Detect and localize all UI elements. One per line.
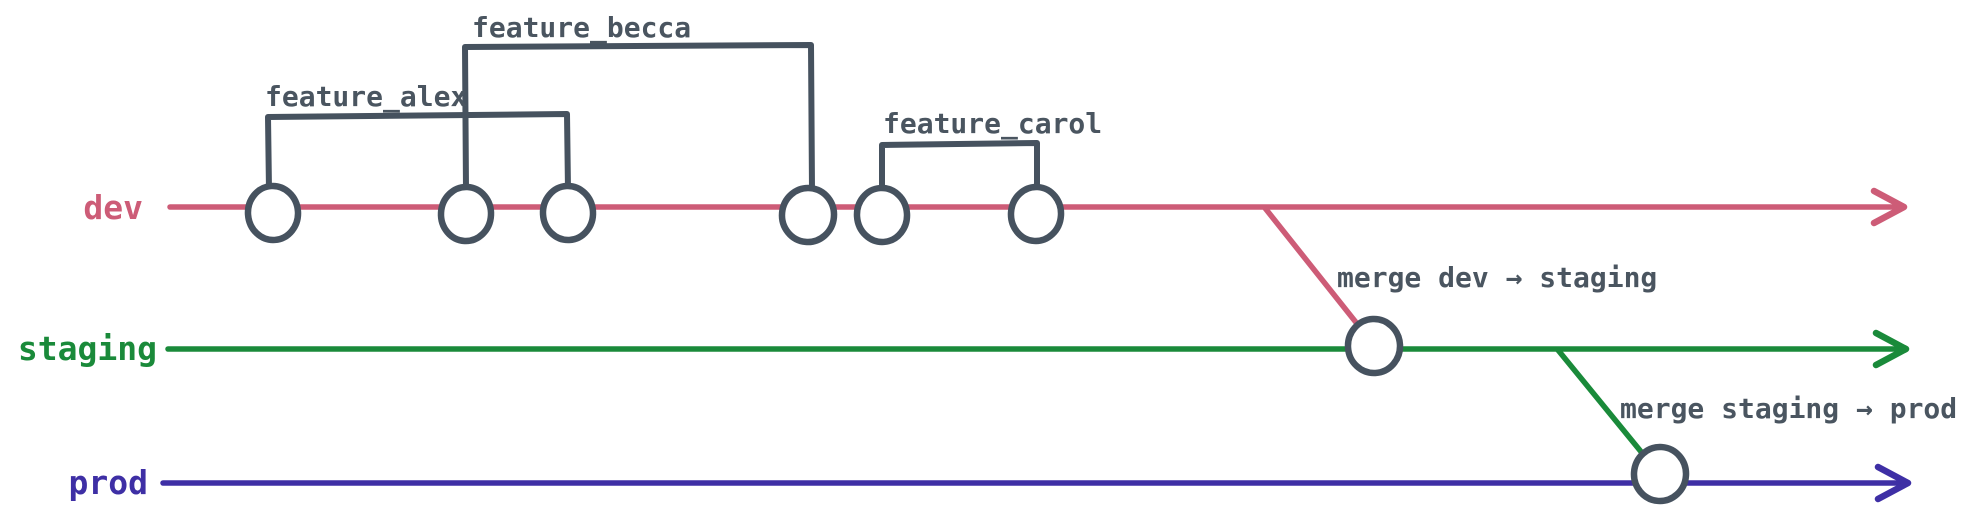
feature-bracket-becca: [462, 42, 815, 193]
merge-line-staging-to-prod: [1555, 347, 1659, 473]
feature-bracket-carol: [879, 140, 1040, 193]
commit-node-3: [539, 182, 597, 244]
branch-label-prod: prod: [69, 463, 148, 502]
commit-node-1: [244, 182, 302, 244]
feature-label-alex: feature_alex: [265, 80, 467, 113]
dev-arrowhead-icon: [1870, 187, 1908, 227]
branch-label-dev: dev: [83, 188, 143, 227]
prod-arrowhead-icon: [1874, 463, 1912, 503]
merge-label-staging-to-prod: merge staging → prod: [1620, 392, 1957, 425]
merge-line-dev-to-staging: [1262, 205, 1373, 343]
merge-label-dev-to-staging: merge dev → staging: [1337, 261, 1657, 294]
branch-label-staging: staging: [18, 329, 157, 368]
commit-node-4: [778, 184, 838, 246]
commit-node-5: [853, 184, 911, 246]
feature-label-carol: feature_carol: [883, 107, 1102, 140]
merge-commit-prod: [1630, 443, 1690, 505]
commit-node-6: [1007, 183, 1065, 245]
staging-arrowhead-icon: [1872, 329, 1910, 369]
feature-label-becca: feature_becca: [472, 11, 691, 44]
feature-bracket-alex: [265, 111, 571, 193]
commit-node-2: [437, 183, 495, 245]
merge-commit-staging: [1344, 315, 1404, 377]
